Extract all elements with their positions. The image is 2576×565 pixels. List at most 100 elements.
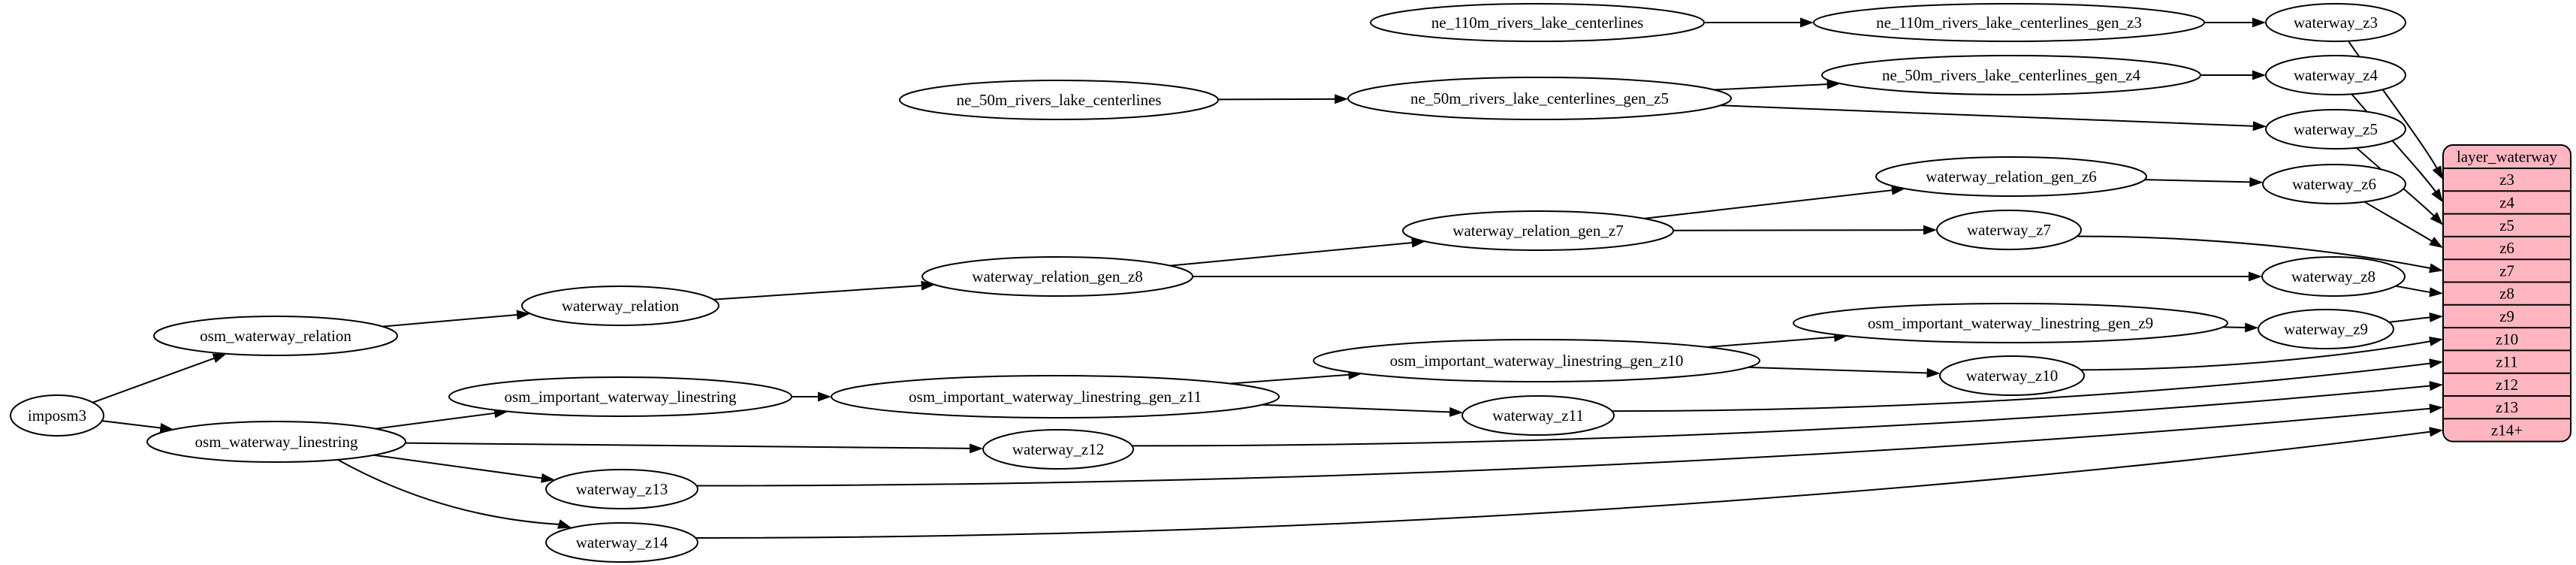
node-ellipse <box>2265 109 2406 150</box>
table-row-z5: z5 <box>2499 216 2514 234</box>
table-row-z13: z13 <box>2496 398 2518 416</box>
node-label: waterway_z9 <box>2284 320 2368 338</box>
node-ne_110m_rivers_lake_centerlines: ne_110m_rivers_lake_centerlines <box>1370 3 1705 42</box>
edge-imposm3-osm_waterway_relation <box>92 357 216 403</box>
node-ellipse <box>1821 55 2201 95</box>
edge-waterway_z12-z12 <box>1132 385 2432 447</box>
node-waterway_z7: waterway_z7 <box>1936 210 2082 250</box>
edge-waterway_z6-z6 <box>2363 201 2433 243</box>
node-waterway_z5: waterway_z5 <box>2265 109 2406 150</box>
node-label: waterway_z5 <box>2294 120 2378 138</box>
edge-waterway_relation_gen_z7-waterway_z7 <box>1673 229 1926 231</box>
node-osm_waterway_relation: osm_waterway_relation <box>153 316 398 356</box>
arrowhead <box>818 391 831 402</box>
node-label: osm_important_waterway_linestring_gen_z1… <box>909 388 1202 406</box>
node-waterway_z9: waterway_z9 <box>2258 309 2394 349</box>
node-label: osm_important_waterway_linestring_gen_z9 <box>1868 314 2153 332</box>
node-label: waterway_z11 <box>1492 406 1584 425</box>
arrowhead <box>2431 188 2443 203</box>
edge-osm_important_waterway_linestring_gen_z10-osm_important_waterway_linestring_gen_z9 <box>1707 336 1836 348</box>
edge-waterway_z8-z8 <box>2395 285 2432 294</box>
nodes: imposm3 osm_waterway_relation osm_waterway… <box>10 3 2406 563</box>
node-ellipse <box>982 429 1134 470</box>
node-label: waterway_relation_gen_z8 <box>972 267 1142 286</box>
node-ellipse <box>545 469 698 509</box>
node-ellipse <box>10 394 104 437</box>
node-waterway_z14: waterway_z14 <box>545 522 698 563</box>
edge-osm_important_waterway_linestring_gen_z11-osm_important_waterway_linestring_gen_z10 <box>1229 373 1350 385</box>
table-row-z7: z7 <box>2499 261 2514 279</box>
arrowhead <box>2429 427 2443 437</box>
node-label: ne_50m_rivers_lake_centerlines_gen_z5 <box>1410 89 1669 107</box>
edge-waterway_z4-z4 <box>2351 93 2437 193</box>
arrowhead <box>1923 225 1938 235</box>
node-waterway_relation_gen_z8: waterway_relation_gen_z8 <box>922 256 1193 297</box>
edges <box>92 17 2443 539</box>
table-row-z12: z12 <box>2496 376 2518 394</box>
node-ellipse <box>1875 156 2147 197</box>
arrowhead <box>2432 165 2443 180</box>
edge-ne_50m_rivers_lake_centerlines_gen_z5-ne_50m_rivers_lake_centerlines_gen_z4 <box>1714 83 1829 91</box>
node-ellipse <box>2258 309 2394 349</box>
node-label: waterway_z14 <box>576 533 668 551</box>
table-row-z11: z11 <box>2496 353 2518 371</box>
arrowhead <box>970 443 984 454</box>
edge-ne_50m_rivers_lake_centerlines_gen_z5-waterway_z5 <box>1720 104 2255 127</box>
node-ellipse <box>831 375 1280 418</box>
arrowhead <box>1891 185 1905 195</box>
node-ellipse <box>1370 3 1705 42</box>
edge-waterway_z10-z10 <box>2080 340 2432 371</box>
node-label: waterway_z3 <box>2294 14 2378 32</box>
node-label: imposm3 <box>28 406 86 425</box>
node-ellipse <box>2265 55 2406 95</box>
edge-waterway_z13-z13 <box>696 407 2432 487</box>
node-osm_important_waterway_linestring_gen_z11: osm_important_waterway_linestring_gen_z1… <box>831 375 1280 418</box>
edge-osm_important_waterway_linestring_gen_z11-waterway_z11 <box>1262 403 1452 413</box>
node-label: ne_110m_rivers_lake_centerlines_gen_z3 <box>1876 14 2142 32</box>
edge-waterway_z11-z11 <box>1612 362 2432 412</box>
node-ellipse <box>1347 77 1732 120</box>
arrowhead <box>2429 237 2443 249</box>
edge-waterway_z14-z14+ <box>695 431 2432 539</box>
node-label: osm_important_waterway_linestring <box>504 388 737 406</box>
table-layer_waterway: layer_waterwayz3z4z5z6z7z8z9z10z11z12z13… <box>2442 144 2571 443</box>
arrowhead <box>541 473 555 483</box>
edge-waterway_relation_gen_z7-waterway_relation_gen_z6 <box>1644 189 1894 219</box>
node-osm_waterway_linestring: osm_waterway_linestring <box>146 421 406 463</box>
arrowhead <box>2429 358 2443 369</box>
node-ellipse <box>153 316 398 356</box>
arrowhead <box>212 353 227 364</box>
edge-osm_waterway_linestring-waterway_z12 <box>405 442 972 449</box>
node-ellipse <box>146 421 406 463</box>
arrowhead <box>1926 367 1941 378</box>
node-label: waterway_relation_gen_z6 <box>1926 168 2096 186</box>
arrowhead <box>557 519 572 529</box>
edge-osm_important_waterway_linestring_gen_z10-waterway_z10 <box>1748 366 1929 374</box>
arrowhead <box>921 280 935 291</box>
table-row-z10: z10 <box>2496 330 2518 348</box>
table-row-z8: z8 <box>2499 285 2514 303</box>
node-ellipse <box>1813 3 2205 42</box>
node-ellipse <box>2265 3 2406 42</box>
table-row-z9: z9 <box>2499 307 2514 325</box>
arrowhead <box>2430 212 2443 225</box>
table-row-z14+: z14+ <box>2491 421 2523 439</box>
node-ne_50m_rivers_lake_centerlines: ne_50m_rivers_lake_centerlines <box>899 80 1219 120</box>
node-osm_important_waterway_linestring_gen_z9: osm_important_waterway_linestring_gen_z9 <box>1793 303 2228 343</box>
node-label: waterway_z8 <box>2291 267 2375 286</box>
edge-osm_waterway_linestring-waterway_z13 <box>373 454 544 479</box>
table-header: layer_waterway <box>2457 148 2558 166</box>
node-ellipse <box>899 80 1219 120</box>
edge-waterway_z9-z9 <box>2389 316 2432 323</box>
edge-imposm3-osm_waterway_linestring <box>101 420 162 429</box>
arrowhead <box>2429 336 2443 346</box>
node-label: waterway_relation <box>562 297 680 315</box>
arrowhead <box>2429 381 2443 391</box>
node-ellipse <box>1461 395 1615 436</box>
node-ellipse <box>545 522 698 563</box>
arrowhead <box>1800 17 1814 28</box>
node-label: ne_50m_rivers_lake_centerlines_gen_z4 <box>1882 66 2141 84</box>
node-waterway_z12: waterway_z12 <box>982 429 1134 470</box>
node-waterway_z6: waterway_z6 <box>2262 164 2406 204</box>
arrowhead <box>1449 406 1464 417</box>
